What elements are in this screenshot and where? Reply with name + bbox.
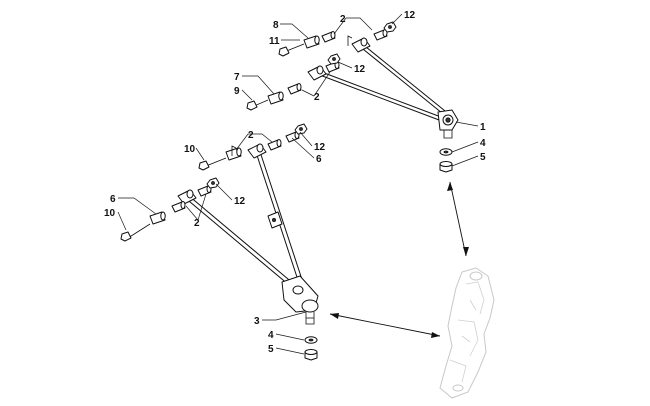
- nut-12-upper-rear: [383, 21, 397, 33]
- callout-lower-4: 4: [268, 330, 274, 341]
- nut-12-lower-rear: [294, 123, 308, 135]
- shock-mount-bracket: [267, 211, 283, 229]
- callout-lower-12-top: 12: [314, 142, 326, 153]
- nut-12-lower-front: [206, 177, 220, 189]
- lower-hardware-rear: [198, 123, 308, 171]
- bolt-11: [278, 43, 305, 57]
- nut-5-lower: [304, 349, 318, 361]
- callout-lower-6-bottom: 6: [110, 194, 116, 205]
- callout-lower-12-mid: 12: [234, 196, 246, 207]
- upper-hardware-front: [246, 53, 341, 111]
- upper-arm-rear-sleeve: [351, 37, 371, 53]
- callout-upper-7: 7: [234, 72, 240, 83]
- bolt-9: [246, 99, 269, 111]
- upper-arm-front-sleeve: [307, 65, 327, 81]
- lower-arm-rear-sleeve: [247, 143, 267, 159]
- leader-lines: [117, 13, 479, 355]
- callout-lower-5: 5: [268, 344, 274, 355]
- callout-upper-9: 9: [234, 86, 240, 97]
- lower-a-arm: [177, 143, 319, 325]
- nut-12-upper-front: [327, 53, 341, 65]
- callout-upper-2-mid: 2: [314, 92, 320, 103]
- nut-5-upper: [439, 161, 453, 173]
- bolt-10-lower-front: [120, 223, 151, 242]
- lower-hardware-front: [120, 177, 220, 242]
- washer-4-upper: [439, 148, 453, 156]
- callout-lower-10-top: 10: [184, 144, 196, 155]
- lower-ball-joint: [281, 275, 319, 325]
- callout-upper-2-top: 2: [340, 14, 346, 25]
- upper-ball-joint: [437, 109, 459, 139]
- callout-upper-1: 1: [480, 122, 486, 133]
- upper-hardware-rear: [278, 21, 397, 57]
- callout-upper-5: 5: [480, 152, 486, 163]
- upper-a-arm: [307, 37, 459, 139]
- callout-lower-2-top: 2: [248, 130, 254, 141]
- callout-lower-10-bottom: 10: [104, 208, 116, 219]
- callout-lower-6-top: 6: [316, 154, 322, 165]
- callout-upper-4: 4: [480, 138, 486, 149]
- spindle-outline: [439, 267, 495, 399]
- callout-upper-11: 11: [269, 36, 280, 47]
- bolt-10-lower-rear: [198, 157, 227, 171]
- callout-upper-12-top: 12: [404, 10, 416, 21]
- callout-upper-8: 8: [273, 20, 279, 31]
- callout-lower-2-mid: 2: [194, 218, 200, 229]
- washer-4-lower: [304, 336, 318, 344]
- callout-upper-12-mid: 12: [354, 64, 366, 75]
- assembly-arrow-lower: [329, 313, 441, 338]
- callout-lower-3: 3: [254, 316, 260, 327]
- callout-labels: 2 12 8 11 7 9 2 12 1 4 5 10 2 12 6 6 10 …: [104, 10, 486, 355]
- assembly-arrow-upper: [447, 181, 469, 257]
